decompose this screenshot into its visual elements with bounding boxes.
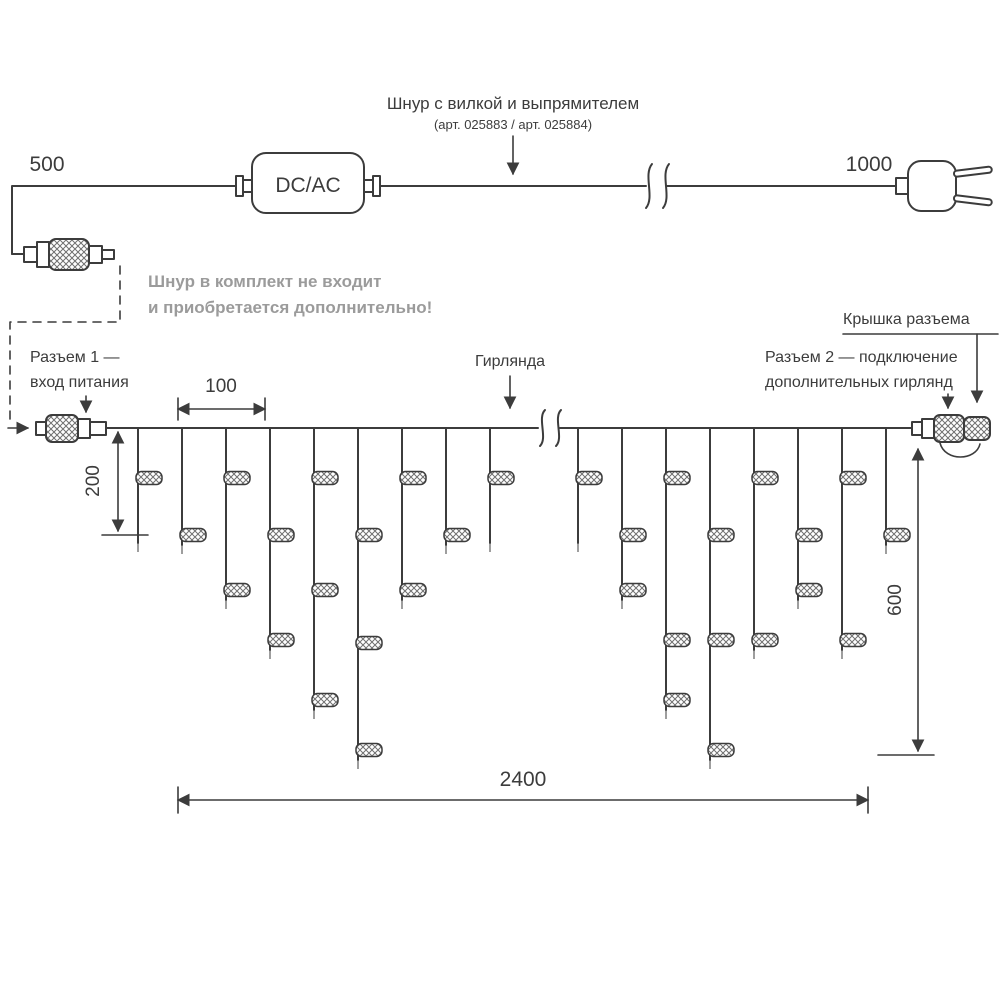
power-cord (11, 152, 899, 255)
led-bulb (355, 635, 383, 651)
dimension-100 (176, 397, 267, 421)
dim-100-label: 100 (205, 376, 237, 397)
led-bulb (707, 742, 735, 758)
led-bulb (355, 527, 383, 543)
power-cord-left-segment (11, 185, 237, 255)
garland-drop (883, 427, 911, 554)
garland-drop (267, 427, 295, 659)
led-bulb (443, 527, 471, 543)
garland-label: Гирлянда (475, 353, 545, 370)
led-bulb (311, 692, 339, 708)
led-bulb (751, 470, 779, 486)
garland-drop (399, 427, 427, 609)
led-bulb (311, 470, 339, 486)
connector1-label-line2: вход питания (30, 374, 129, 391)
dim-1000-label: 1000 (846, 153, 893, 176)
led-bulb (707, 527, 735, 543)
garland-drop (179, 427, 207, 554)
garland-drop (443, 427, 471, 554)
garland-drop (223, 427, 251, 609)
garland-drop (839, 427, 867, 659)
led-bulb (795, 527, 823, 543)
plug-prong-bottom (952, 194, 993, 207)
garland-drop (619, 427, 647, 609)
note-line-2: и приобретается дополнительно! (148, 298, 432, 317)
threaded-ring (45, 414, 79, 443)
plug-body (907, 160, 957, 212)
garland-drops (135, 427, 911, 769)
led-bulb (795, 582, 823, 598)
connector2-label-line1: Разъем 2 — подключение (765, 349, 958, 366)
led-bulb (399, 470, 427, 486)
garland-drop (135, 427, 163, 552)
led-bulb (399, 582, 427, 598)
cord-break-mark (645, 163, 670, 209)
optional-cord-route (7, 265, 121, 435)
led-bulb (619, 527, 647, 543)
led-bulb (707, 632, 735, 648)
led-bulb (883, 527, 911, 543)
led-bulb (575, 470, 603, 486)
led-bulb (179, 527, 207, 543)
adapter-strain-relief-right (372, 175, 381, 197)
connector2-label-line2: дополнительных гирлянд (765, 374, 953, 391)
led-bulb (839, 632, 867, 648)
dim-500-label: 500 (29, 153, 64, 176)
led-bulb (839, 470, 867, 486)
garland-wire (105, 409, 913, 447)
power-cord-articles: (арт. 025883 / арт. 025884) (434, 117, 592, 132)
garland-drop (311, 427, 339, 719)
dim-600-label: 600 (885, 584, 906, 616)
garland-output-connector (911, 414, 991, 458)
led-bulb (355, 742, 383, 758)
power-cord-title: Шнур с вилкой и выпрямителем (387, 94, 639, 113)
garland-drop (707, 427, 735, 769)
adapter-label: DC/AC (275, 174, 340, 197)
cap-label: Крышка разъема (843, 311, 970, 328)
connector-cap (963, 416, 991, 441)
garland-drop (795, 427, 823, 609)
led-bulb (267, 632, 295, 648)
connector1-label-line1: Разъем 1 — (30, 349, 120, 366)
garland-input-connector (35, 414, 107, 443)
led-bulb (663, 692, 691, 708)
power-output-connector (11, 238, 115, 271)
threaded-ring (933, 414, 965, 443)
dim-2400-label: 2400 (500, 768, 547, 791)
led-bulb (223, 582, 251, 598)
led-bulb (267, 527, 295, 543)
garland-drop (663, 427, 691, 719)
adapter-strain-relief-left (235, 175, 244, 197)
power-plug (895, 160, 993, 212)
led-bulb (311, 582, 339, 598)
note-line-1: Шнур в комплект не входит (148, 272, 381, 291)
led-bulb (663, 632, 691, 648)
led-bulb (223, 470, 251, 486)
garland-drop (575, 427, 603, 552)
dimension-200 (101, 430, 149, 536)
garland-break-mark (539, 409, 562, 447)
garland-drop (751, 427, 779, 659)
dimension-2400 (176, 786, 870, 814)
plug-prong-top (952, 165, 993, 178)
garland-drop (355, 427, 383, 769)
cap-tether (939, 442, 981, 458)
threaded-ring (48, 238, 90, 271)
led-bulb (135, 470, 163, 486)
dim-200-label: 200 (83, 465, 104, 497)
garland-drop (487, 427, 515, 552)
led-bulb (751, 632, 779, 648)
adapter-pin-right (363, 179, 374, 193)
adapter-pin-left (242, 179, 253, 193)
led-bulb (487, 470, 515, 486)
led-bulb (663, 470, 691, 486)
led-bulb (619, 582, 647, 598)
dimension-600 (877, 447, 935, 756)
